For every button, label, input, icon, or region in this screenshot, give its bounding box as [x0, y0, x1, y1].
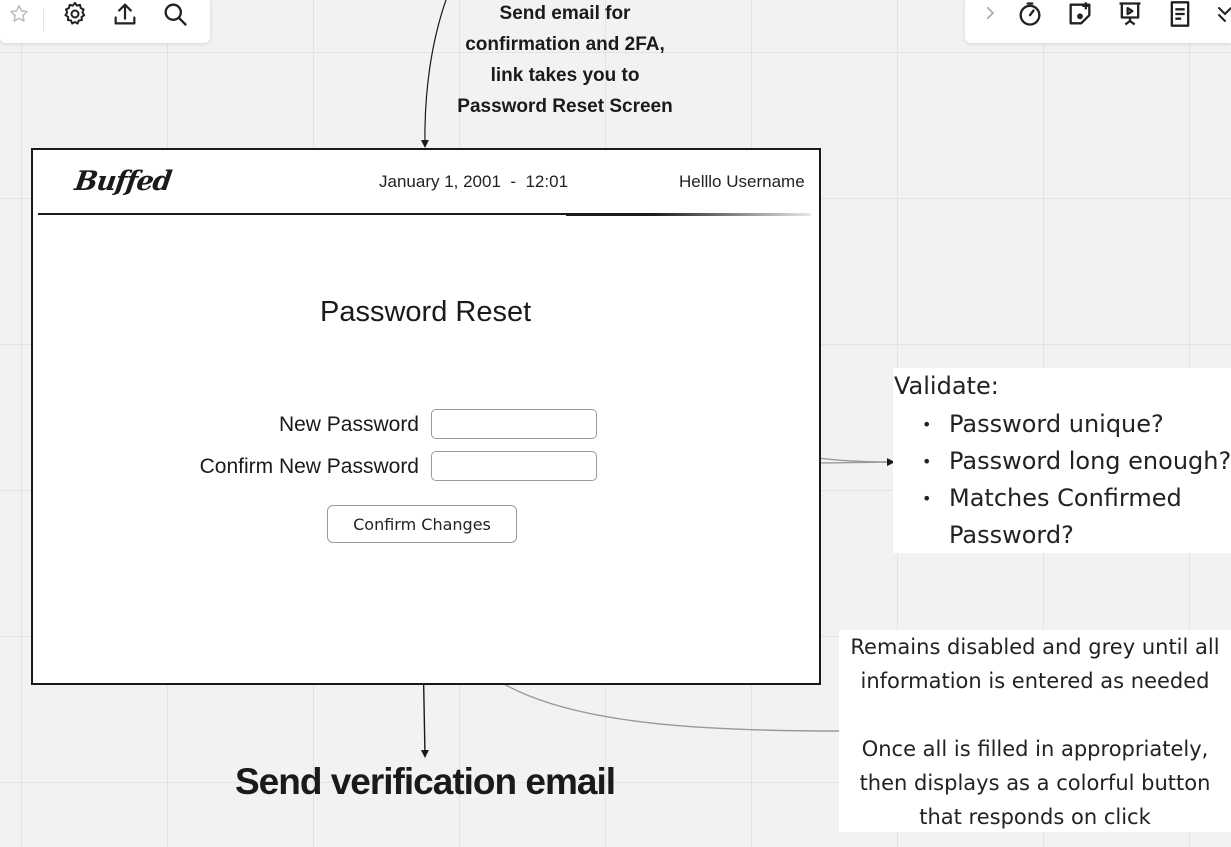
- note-line: [839, 698, 1231, 732]
- confirm-password-label: Confirm New Password: [199, 455, 419, 478]
- note-line: link takes you to: [490, 65, 640, 86]
- validation-list: Password unique? Password long enough? M…: [893, 406, 1231, 554]
- new-password-label: New Password: [278, 413, 419, 436]
- board-toolbar-right: [965, 0, 1231, 43]
- search-icon[interactable]: [161, 0, 189, 28]
- header-divider: [38, 213, 568, 215]
- confirm-changes-button[interactable]: Confirm Changes: [327, 505, 517, 543]
- validation-note-title: Validate:: [894, 372, 999, 400]
- button-state-note: Remains disabled and grey until all info…: [839, 630, 1231, 832]
- settings-gear-icon[interactable]: [61, 0, 89, 28]
- note-line: Password Reset Screen: [457, 96, 673, 117]
- validation-item: Matches Confirmed Password?: [922, 480, 1231, 554]
- send-verification-email-label: Send verification email: [234, 761, 616, 802]
- validation-note: Validate: Password unique? Password long…: [893, 368, 1231, 553]
- header-divider-accent: [566, 213, 811, 216]
- password-reset-wireframe: Buffed January 1, 2001 - 12:01 Helllo Us…: [31, 148, 821, 685]
- confirm-password-input[interactable]: [431, 451, 597, 481]
- note-line: Remains disabled and grey until all: [850, 635, 1220, 659]
- notes-icon[interactable]: [1166, 0, 1194, 28]
- note-line: Send email for: [499, 3, 631, 24]
- page-title: Password Reset: [320, 296, 532, 328]
- toolbar-divider: [43, 9, 44, 31]
- new-password-input[interactable]: [431, 409, 597, 439]
- note-line: then displays as a colorful button: [859, 771, 1211, 795]
- upload-share-icon[interactable]: [111, 0, 139, 28]
- note-line: Once all is filled in appropriately,: [861, 737, 1209, 761]
- board-toolbar-left: [0, 0, 210, 43]
- note-line: information is entered as needed: [860, 669, 1210, 693]
- email-confirmation-note: Send email for confirmation and 2FA, lin…: [445, 0, 685, 122]
- validation-item: Password unique?: [922, 406, 1231, 443]
- star-icon[interactable]: [8, 3, 30, 25]
- note-line: that responds on click: [919, 805, 1151, 829]
- presentation-icon[interactable]: [1116, 0, 1144, 28]
- note-line: confirmation and 2FA,: [465, 34, 665, 55]
- timer-icon[interactable]: [1016, 0, 1044, 28]
- header-datetime: January 1, 2001 - 12:01: [379, 172, 569, 191]
- more-icon[interactable]: [1215, 0, 1231, 28]
- header-greeting: Helllo Username: [679, 172, 805, 191]
- card-icon[interactable]: [1066, 0, 1094, 28]
- chevron-right-icon[interactable]: [981, 3, 999, 23]
- arrow-to-frame: [420, 0, 447, 148]
- validation-item: Password long enough?: [922, 443, 1231, 480]
- brand-logo: Buffed: [72, 166, 173, 197]
